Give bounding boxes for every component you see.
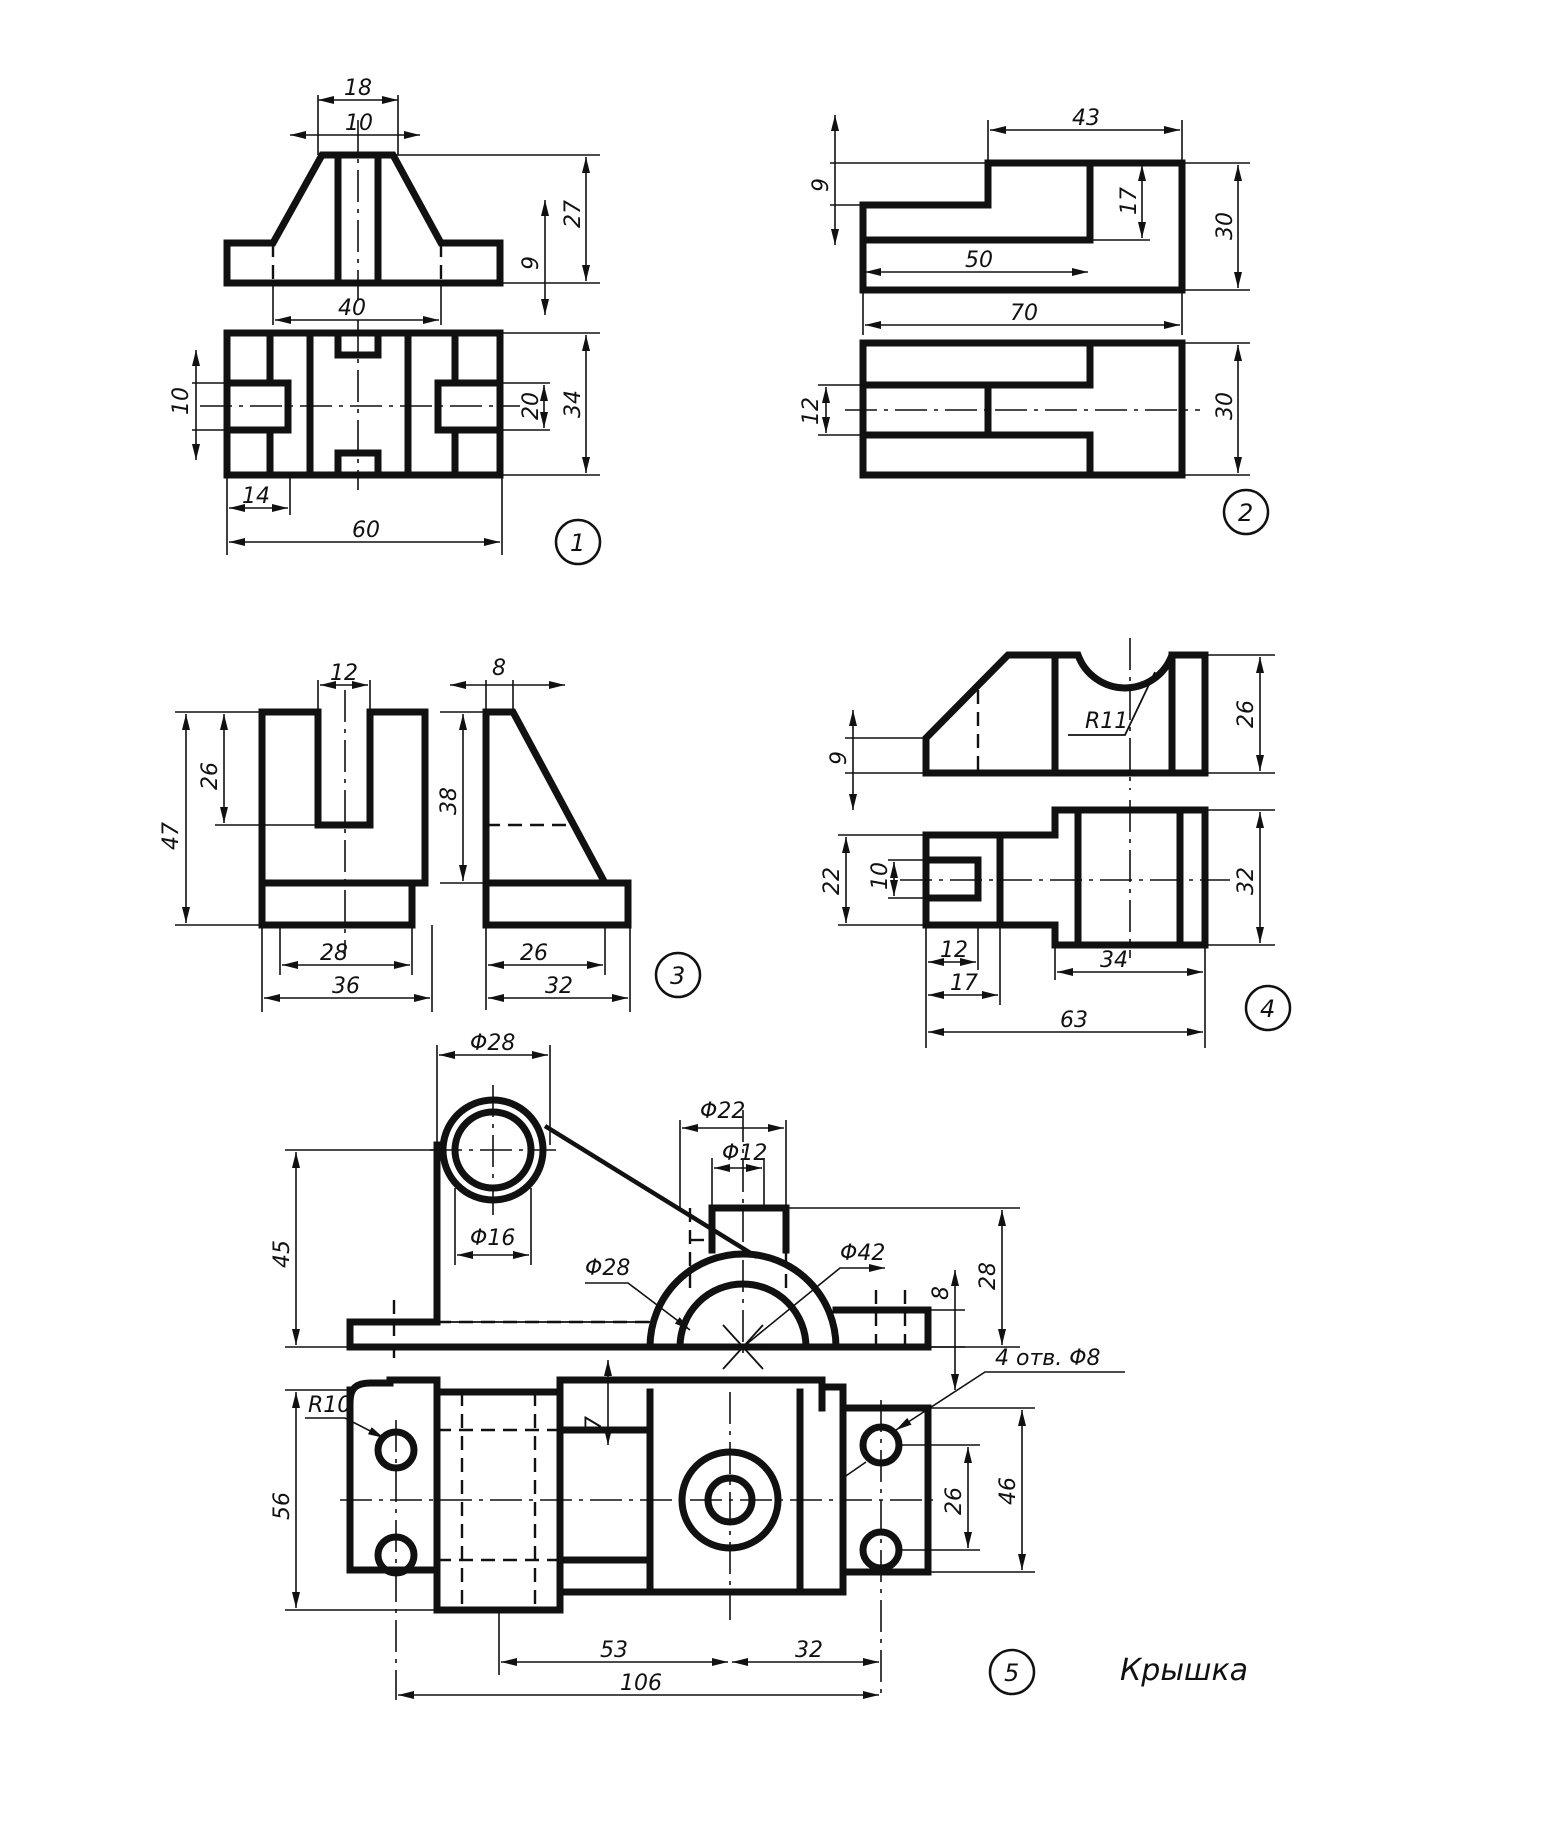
fig4-dim-26: 26 [1234, 700, 1259, 728]
fig4-dim-17: 17 [950, 971, 978, 996]
fig5-dim-phi16: Φ16 [470, 1226, 515, 1251]
fig5-dim-26: 26 [942, 1487, 967, 1515]
fig5-dim-56: 56 [270, 1492, 295, 1520]
fig5-dim-r10: R10 [308, 1393, 351, 1418]
figure-3: 12 8 26 47 38 28 26 36 32 3 [159, 656, 702, 1012]
fig4-dim-12: 12 [940, 938, 968, 963]
fig2-dim-43: 43 [1072, 106, 1100, 131]
figure-4: R11 26 9 22 10 32 12 34 17 63 4 [820, 638, 1292, 1048]
fig3-dim-26b: 26 [520, 941, 548, 966]
fig3-front-outline [258, 708, 429, 887]
fig1-dim-10: 10 [345, 111, 373, 136]
fig1-dim-60: 60 [352, 518, 380, 543]
fig4-dim-10: 10 [868, 862, 893, 890]
fig4-number: 4 [1260, 995, 1275, 1023]
figure-5: Φ28 Φ22 Φ12 Φ16 Φ28 Φ42 45 8 28 4 отв. Φ… [270, 1031, 1248, 1700]
fig3-number: 3 [670, 962, 685, 990]
fig1-dim-20: 20 [519, 392, 544, 420]
fig5-dim-phi42: Φ42 [840, 1241, 885, 1266]
fig4-dim-32: 32 [1234, 867, 1259, 895]
fig1-dim-34: 34 [561, 390, 586, 418]
fig3-dim-8: 8 [492, 656, 506, 681]
fig1-dim-18: 18 [344, 76, 372, 101]
fig5-dim-phi22: Φ22 [700, 1099, 745, 1124]
fig3-number-badge [654, 951, 702, 999]
fig4-dim-34: 34 [1100, 948, 1128, 973]
figure-1: 18 10 27 9 40 10 20 34 14 60 1 [169, 76, 602, 566]
fig3-dim-36: 36 [332, 974, 360, 999]
fig3-dim-47: 47 [159, 822, 184, 850]
fig5-dim-53: 53 [600, 1638, 628, 1663]
fig3-side-outline [482, 708, 632, 929]
fig4-top-outline [922, 806, 1209, 949]
fig2-dim-70: 70 [1010, 301, 1038, 326]
fig4-dim-9: 9 [827, 751, 852, 765]
fig1-number-badge [554, 518, 602, 566]
fig5-dim-106: 106 [620, 1671, 662, 1696]
fig4-dim-r11: R11 [1085, 709, 1128, 734]
fig5-dim-46: 46 [996, 1477, 1021, 1505]
fig5-dim-phi12: Φ12 [722, 1141, 767, 1166]
fig5-number: 5 [1004, 1659, 1019, 1687]
fig2-top-outline [859, 339, 1186, 479]
fig1-dim-9: 9 [519, 256, 544, 270]
fig4-dim-63: 63 [1060, 1008, 1088, 1033]
fig3-dim-28: 28 [320, 941, 348, 966]
fig2-front-outline [859, 159, 1186, 294]
fig5-dim-8: 8 [929, 1286, 954, 1300]
fig2-dim-30a: 30 [1213, 212, 1238, 240]
fig5-caption: Крышка [1120, 1653, 1248, 1688]
fig2-dim-50: 50 [965, 248, 993, 273]
fig1-dim-27: 27 [561, 200, 586, 228]
fig1-dim-14: 14 [242, 484, 270, 509]
fig1-number: 1 [570, 529, 585, 557]
fig5-dim-7: 7 [582, 1416, 607, 1430]
fig4-r11-leader [1068, 671, 1156, 736]
fig1-dim-10b: 10 [169, 387, 194, 415]
fig3-dim-32: 32 [545, 974, 573, 999]
fig4-number-badge [1244, 984, 1292, 1032]
fig2-dim-9: 9 [809, 178, 834, 192]
fig4-front-outline [922, 651, 1209, 777]
fig5-dim-phi28a: Φ28 [470, 1031, 515, 1056]
fig2-number: 2 [1238, 499, 1253, 527]
fig5-dim-holes: 4 отв. Φ8 [995, 1346, 1101, 1371]
fig5-dim-32: 32 [795, 1638, 823, 1663]
fig3-dim-12: 12 [330, 661, 358, 686]
fig1-front-outline [223, 151, 504, 287]
fig2-dim-12: 12 [799, 397, 824, 425]
fig2-dim-30b: 30 [1213, 392, 1238, 420]
fig5-front-base-left [346, 1141, 441, 1351]
fig1-dim-40: 40 [338, 296, 366, 321]
fig5-arch-outer [646, 1250, 840, 1351]
fig3-dim-38: 38 [437, 787, 462, 815]
fig5-dim-phi28b: Φ28 [585, 1256, 630, 1281]
fig5-dim-45: 45 [270, 1240, 295, 1268]
fig4-dim-22: 22 [820, 867, 845, 895]
fig5-number-badge [988, 1648, 1036, 1696]
fig2-dim-17: 17 [1117, 187, 1142, 215]
fig5-dim-28: 28 [976, 1262, 1001, 1290]
fig2-number-badge [1222, 488, 1270, 536]
fig3-dim-26: 26 [198, 762, 223, 790]
figure-2: 43 9 17 30 50 70 12 30 2 [799, 106, 1270, 536]
